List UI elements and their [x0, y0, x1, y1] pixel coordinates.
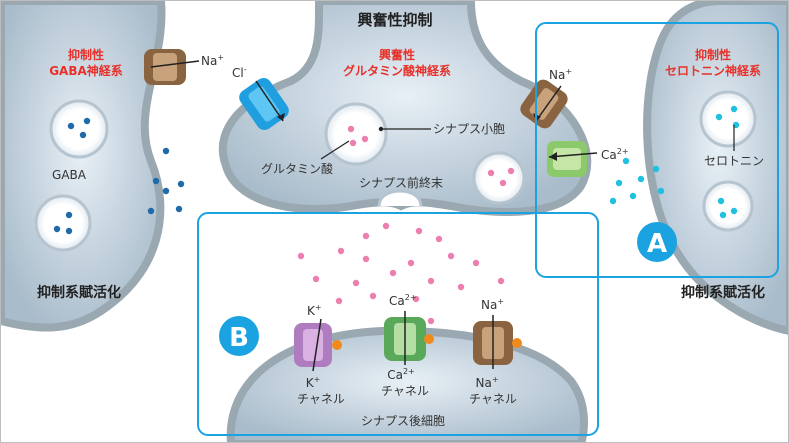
vesicle-callout: シナプス小胞 [433, 122, 505, 136]
diagram-title: 興奮性抑制 [357, 11, 432, 29]
box-a [535, 22, 779, 278]
released-gaba [147, 147, 185, 215]
gaba-neuron-label-2: GABA神経系 [49, 63, 123, 78]
gaba-neuron-label-1: 抑制性 [68, 47, 104, 62]
released-serotonin [609, 157, 665, 205]
na-channel-bottom-ion: Na+ [475, 375, 498, 390]
k-channel [294, 318, 342, 372]
badge-b-label: B [229, 323, 249, 353]
presynaptic-terminal-label: シナプス前終末 [359, 175, 443, 190]
serotonin-vesicle-upper [699, 90, 757, 148]
na-channel-post [473, 315, 522, 369]
serotonin-neuron-label-1: 抑制性 [695, 47, 731, 62]
ca-channel-post [384, 311, 434, 365]
k-channel-top-label: K+ [307, 303, 322, 318]
ca-channel-name: チャネル [381, 384, 429, 398]
glutamate-neuron-label-1: 興奮性 [379, 47, 415, 62]
serotonin-vesicle-lower [702, 180, 754, 232]
badge-a [637, 222, 677, 262]
ca-channel-pre [547, 141, 598, 177]
serotonin-neuron-label-2: セロトニン神経系 [665, 63, 761, 78]
serotonin-label: セロトニン [704, 154, 764, 168]
na-channel-name: チャネル [469, 392, 517, 406]
na-channel-left [144, 49, 200, 85]
badge-b [219, 316, 259, 356]
na-left-label: Na+ [201, 53, 224, 68]
k-channel-name: チャネル [297, 392, 345, 406]
glutamate-vesicle [324, 102, 388, 166]
ca-pre-label: Ca2+ [601, 147, 629, 162]
gaba-vesicle-upper [49, 99, 109, 159]
cl-label: Cl- [232, 65, 247, 80]
postsynaptic-label: シナプス後細胞 [361, 414, 445, 428]
k-channel-bottom-ion: K+ [306, 375, 321, 390]
ca-channel-top-label: Ca2+ [389, 293, 417, 308]
glutamate-vesicle-2 [472, 151, 526, 205]
left-status: 抑制系賦活化 [37, 284, 121, 301]
serotonin-neuron [643, 1, 788, 335]
glutamate-neuron-label-2: グルタミン酸神経系 [343, 63, 451, 78]
box-b [197, 212, 599, 436]
cl-channel [239, 77, 289, 131]
badge-a-label: A [647, 229, 667, 259]
na-right-label: Na+ [549, 67, 572, 82]
ca-channel-bottom-ion: Ca2+ [387, 367, 415, 382]
na-channel-top-label: Na+ [481, 297, 504, 312]
released-glutamate [297, 222, 505, 325]
glutamate-vesicle-fusing [377, 189, 423, 207]
gaba-vesicle-lower [34, 194, 92, 252]
glutamate-label: グルタミン酸 [261, 161, 333, 176]
gaba-label: GABA [52, 168, 87, 182]
right-status: 抑制系賦活化 [681, 284, 765, 301]
